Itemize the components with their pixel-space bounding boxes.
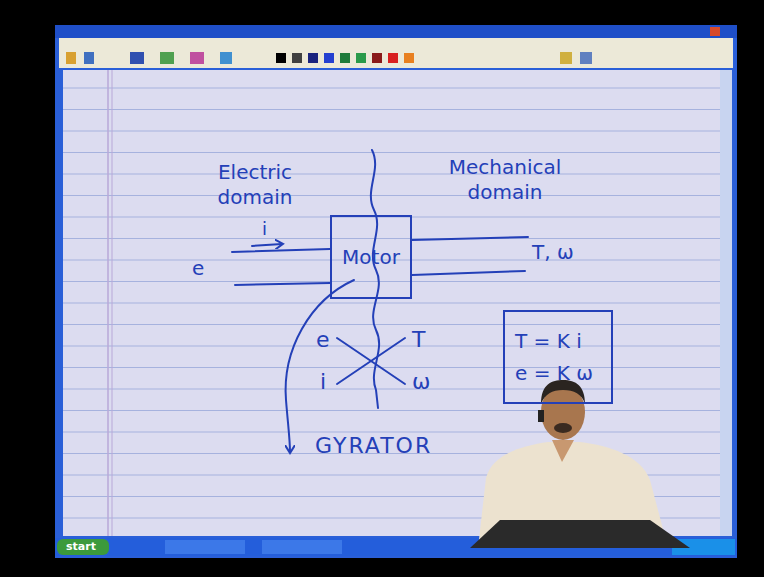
- color-swatch: [340, 53, 350, 63]
- motor-box: Motor: [330, 215, 412, 299]
- signal-label: e: [192, 256, 204, 281]
- tool-icon: [130, 52, 144, 64]
- domain-label: Mechanical domain: [430, 155, 580, 205]
- ruled-line: [63, 152, 720, 153]
- headset: [538, 410, 544, 422]
- cross-line: [337, 338, 405, 384]
- tool-icon: [190, 52, 204, 64]
- desk: [470, 520, 690, 548]
- ruled-line: [63, 195, 720, 196]
- tool-icon: [560, 52, 572, 64]
- color-swatch: [388, 53, 398, 63]
- equation-box: T = K i e = K ω: [503, 310, 613, 404]
- ruled-line: [63, 389, 720, 390]
- domain-label: Electric domain: [205, 160, 305, 210]
- ruled-line: [63, 131, 720, 132]
- color-swatch: [276, 53, 286, 63]
- ruled-line: [63, 303, 720, 304]
- tool-icon: [220, 52, 232, 64]
- ruled-line: [63, 281, 720, 282]
- component-name: Motor: [342, 244, 400, 270]
- window-frame: [55, 25, 737, 558]
- ruled-line: [63, 174, 720, 175]
- cross-line: [337, 338, 405, 384]
- tool-icon: [160, 52, 174, 64]
- toolbar: [59, 48, 733, 68]
- margin-line: [107, 70, 109, 536]
- presenter-neck: [552, 440, 574, 462]
- menu-bar: [59, 38, 733, 48]
- color-swatch: [404, 53, 414, 63]
- color-swatch: [324, 53, 334, 63]
- start-button: [57, 539, 109, 555]
- presenter: [470, 380, 690, 548]
- signal-label: i: [262, 218, 267, 241]
- taskbar-item: [262, 540, 342, 554]
- signal-label: T: [412, 326, 425, 354]
- ruled-line: [63, 367, 720, 368]
- tool-icon: [84, 52, 94, 64]
- ruled-line: [63, 109, 720, 110]
- signal-label: e: [316, 326, 330, 354]
- ruled-line: [63, 324, 720, 325]
- presenter-moustache: [554, 423, 572, 433]
- element-name: GYRATOR: [315, 432, 432, 460]
- ruled-line: [63, 238, 720, 239]
- color-swatch: [372, 53, 382, 63]
- taskbar-item: [165, 540, 245, 554]
- domain-boundary: [371, 150, 379, 408]
- signal-label: i: [320, 368, 326, 396]
- signal-label: ω: [412, 368, 430, 396]
- start-button-label: start: [66, 540, 96, 554]
- pointer-arrow: [286, 280, 354, 452]
- shaft-line: [412, 237, 528, 240]
- ruled-line: [63, 410, 720, 411]
- scrollbar: [720, 70, 732, 536]
- shaft-line: [412, 271, 525, 275]
- ruled-line: [63, 432, 720, 433]
- equation: e = K ω: [515, 360, 593, 386]
- color-swatch: [292, 53, 302, 63]
- close-button: [710, 27, 720, 36]
- equation: T = K i: [515, 328, 582, 354]
- toolbar-icons: [66, 52, 592, 64]
- tool-icon: [66, 52, 76, 64]
- ruled-line: [63, 88, 720, 89]
- title-bar: [55, 25, 737, 38]
- current-arrow: [252, 244, 282, 246]
- wire: [232, 249, 330, 252]
- tool-icon: [580, 52, 592, 64]
- wire: [235, 283, 330, 285]
- color-swatch: [356, 53, 366, 63]
- margin-line: [112, 70, 113, 536]
- signal-label: T, ω: [532, 240, 574, 265]
- color-swatch: [308, 53, 318, 63]
